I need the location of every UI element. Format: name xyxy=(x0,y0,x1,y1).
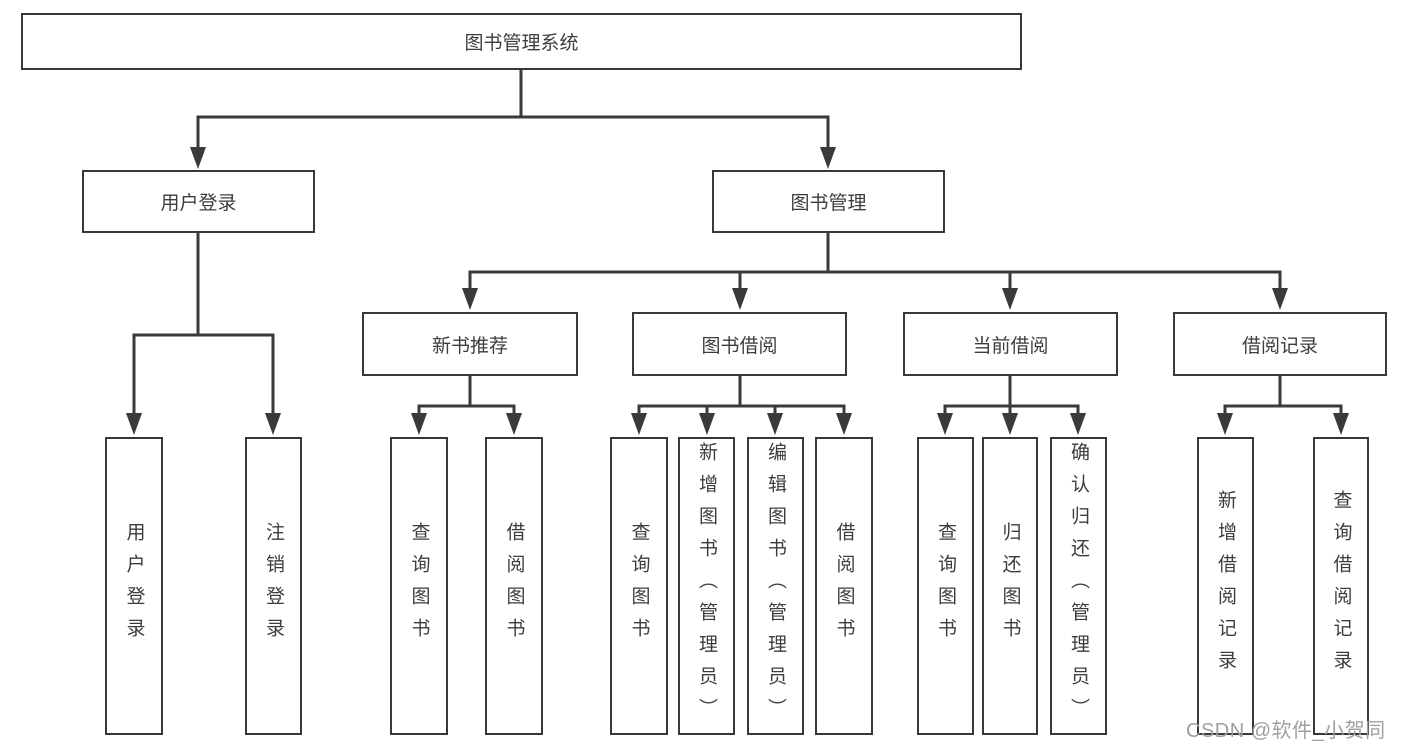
node-nb-query: 查询图书 xyxy=(390,437,448,735)
node-label-br-query: 查询借阅记录 xyxy=(1330,490,1352,682)
arrowhead-down-icon xyxy=(1217,413,1233,435)
node-user-login: 用户登录 xyxy=(82,170,315,233)
node-nb-borrow: 借阅图书 xyxy=(485,437,543,735)
node-br-add: 新增借阅记录 xyxy=(1197,437,1254,735)
node-label-new-book: 新书推荐 xyxy=(431,335,508,357)
node-label-nb-query: 查询图书 xyxy=(408,522,430,650)
arrowhead-down-icon xyxy=(126,413,142,435)
node-label-bb-add: 新增图书（管理员） xyxy=(696,442,717,730)
arrowhead-down-icon xyxy=(1333,413,1349,435)
arrowhead-down-icon xyxy=(506,413,522,435)
arrowhead-down-icon xyxy=(1070,413,1086,435)
node-label-br-add: 新增借阅记录 xyxy=(1215,490,1236,682)
node-label-book-mgmt: 图书管理 xyxy=(790,193,867,214)
node-label-bb-borrow: 借阅图书 xyxy=(833,522,855,650)
arrowhead-down-icon xyxy=(631,413,647,435)
arrowhead-down-icon xyxy=(820,147,836,169)
node-label-root: 图书管理系统 xyxy=(464,33,579,54)
arrowhead-down-icon xyxy=(1272,288,1288,310)
node-label-cb-query: 查询图书 xyxy=(935,522,956,650)
arrowhead-down-icon xyxy=(1002,413,1018,435)
node-bb-borrow: 借阅图书 xyxy=(815,437,873,735)
node-label-cb-confirm: 确认归还（管理员） xyxy=(1068,442,1089,730)
node-label-current-borrow: 当前借阅 xyxy=(972,335,1049,357)
node-label-book-borrow: 图书借阅 xyxy=(701,335,778,357)
node-bb-query: 查询图书 xyxy=(610,437,668,735)
node-label-bb-edit: 编辑图书（管理员） xyxy=(765,442,786,730)
node-label-cb-return: 归还图书 xyxy=(999,522,1021,650)
node-root: 图书管理系统 xyxy=(21,13,1022,70)
node-cb-return: 归还图书 xyxy=(982,437,1038,735)
node-label-logout-op: 注销登录 xyxy=(263,522,284,650)
arrowhead-down-icon xyxy=(767,413,783,435)
node-bb-edit: 编辑图书（管理员） xyxy=(747,437,804,735)
watermark-text: CSDN @软件_小贺同学 xyxy=(1186,720,1386,742)
arrowhead-down-icon xyxy=(1002,288,1018,310)
node-logout-op: 注销登录 xyxy=(245,437,302,735)
arrowhead-down-icon xyxy=(265,413,281,435)
arrowhead-down-icon xyxy=(190,147,206,169)
arrowhead-down-icon xyxy=(462,288,478,310)
node-current-borrow: 当前借阅 xyxy=(903,312,1118,376)
node-label-login-op: 用户登录 xyxy=(123,522,145,650)
arrowhead-down-icon xyxy=(411,413,427,435)
arrowhead-down-icon xyxy=(836,413,852,435)
arrowhead-down-icon xyxy=(699,413,715,435)
node-label-bb-query: 查询图书 xyxy=(628,522,650,650)
node-label-nb-borrow: 借阅图书 xyxy=(503,522,525,650)
node-br-query: 查询借阅记录 xyxy=(1313,437,1369,735)
node-cb-query: 查询图书 xyxy=(917,437,974,735)
node-new-book: 新书推荐 xyxy=(362,312,578,376)
arrowhead-down-icon xyxy=(732,288,748,310)
node-book-borrow: 图书借阅 xyxy=(632,312,847,376)
node-book-mgmt: 图书管理 xyxy=(712,170,945,233)
node-label-borrow-record: 借阅记录 xyxy=(1241,335,1318,357)
node-borrow-record: 借阅记录 xyxy=(1173,312,1387,376)
node-bb-add: 新增图书（管理员） xyxy=(678,437,735,735)
node-label-user-login: 用户登录 xyxy=(160,193,237,214)
arrowhead-down-icon xyxy=(937,413,953,435)
node-login-op: 用户登录 xyxy=(105,437,163,735)
node-cb-confirm: 确认归还（管理员） xyxy=(1050,437,1107,735)
